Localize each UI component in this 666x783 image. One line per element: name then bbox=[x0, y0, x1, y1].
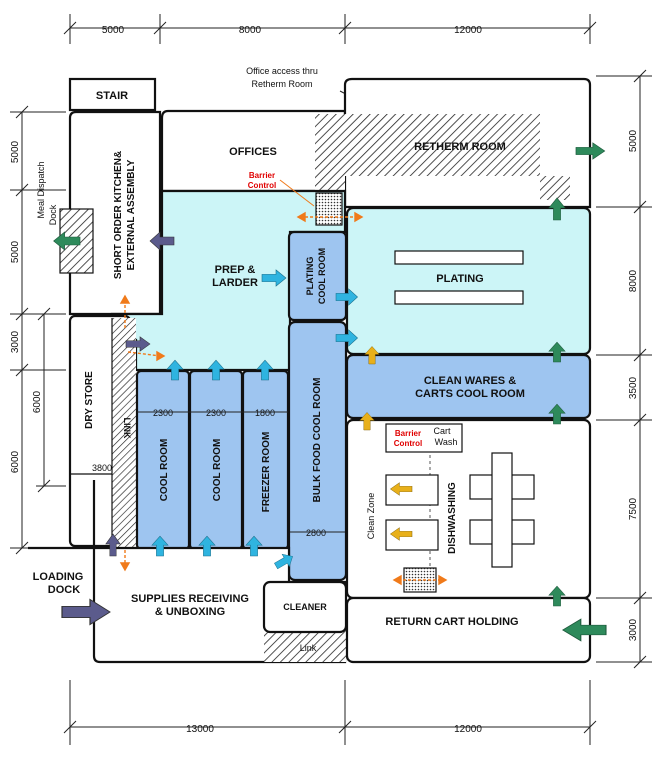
bottom-dimensions: 13000 12000 bbox=[63, 680, 597, 745]
right-dimensions: 5000 8000 3500 7500 3000 bbox=[596, 69, 652, 669]
plating-cool-label-1: PLATING bbox=[305, 257, 315, 296]
short-order-label-2: EXTERNAL ASSEMBLY bbox=[126, 159, 137, 270]
top-dimensions: 5000 8000 12000 bbox=[63, 14, 597, 44]
supplies-label-1: SUPPLIES RECEIVING bbox=[131, 593, 249, 605]
cart-wash-label-2: Wash bbox=[435, 437, 458, 447]
office-note-line2: Retherm Room bbox=[251, 79, 312, 89]
retherm-hatch bbox=[345, 114, 570, 200]
dim-left-1: 5000 bbox=[10, 140, 21, 163]
office-note-line1: Office access thru bbox=[246, 66, 318, 76]
dim-dry-store: 3800 bbox=[92, 463, 112, 473]
cool-room-2-label: COOL ROOM bbox=[212, 439, 223, 502]
dim-right-4: 7500 bbox=[628, 497, 639, 520]
link-bottom-label: Link bbox=[300, 643, 317, 653]
dim-left-2: 5000 bbox=[10, 240, 21, 263]
retherm-label: RETHERM ROOM bbox=[414, 141, 506, 153]
dim-bottom-1: 13000 bbox=[186, 724, 214, 735]
dim-left-5: 6000 bbox=[10, 450, 21, 473]
dim-right-1: 5000 bbox=[628, 129, 639, 152]
link-label: LINK bbox=[122, 418, 132, 439]
prep-label-2: LARDER bbox=[212, 277, 258, 289]
link-hatch bbox=[112, 318, 136, 548]
dim-cool-1: 2300 bbox=[153, 408, 173, 418]
dim-left-3: 3000 bbox=[10, 330, 21, 353]
bulk-food-label: BULK FOOD COOL ROOM bbox=[312, 378, 323, 503]
link-bottom-hatch bbox=[264, 630, 346, 662]
stair-room bbox=[68, 77, 157, 112]
cleaner-label: CLEANER bbox=[283, 602, 327, 612]
cart-wash bbox=[385, 423, 463, 453]
dim-bottom-2: 12000 bbox=[454, 724, 482, 735]
dim-top-3: 12000 bbox=[454, 25, 482, 36]
return-cart-room bbox=[345, 596, 592, 664]
loading-dock-label-2: DOCK bbox=[48, 584, 80, 596]
dishwashing-label: DISHWASHING bbox=[447, 482, 458, 554]
return-cart-label: RETURN CART HOLDING bbox=[385, 616, 518, 628]
dry-store-label: DRY STORE bbox=[84, 371, 95, 429]
dim-left-4: 6000 bbox=[32, 390, 43, 413]
dim-right-5: 3000 bbox=[628, 618, 639, 641]
dim-freezer: 1800 bbox=[255, 408, 275, 418]
stair-label: STAIR bbox=[96, 90, 128, 102]
cool-room-1-label: COOL ROOM bbox=[159, 439, 170, 502]
barrier-mid-label-2: Control bbox=[394, 439, 422, 448]
dim-cool-2: 2300 bbox=[206, 408, 226, 418]
clean-wares-label-1: CLEAN WARES & bbox=[424, 375, 516, 387]
dim-top-2: 8000 bbox=[239, 25, 262, 36]
offices-label: OFFICES bbox=[229, 146, 277, 158]
dim-bulk: 2800 bbox=[306, 528, 326, 538]
barrier-top bbox=[315, 192, 343, 226]
plating-bench-2 bbox=[394, 290, 524, 305]
short-order-label-1: SHORT ORDER KITCHEN& bbox=[113, 151, 124, 279]
barrier-mid-label-1: Barrier bbox=[395, 429, 421, 438]
clean-zone-label: Clean Zone bbox=[366, 493, 376, 540]
plating-bench-1 bbox=[394, 250, 524, 265]
dishwashing-room bbox=[345, 418, 592, 600]
loading-dock-label-1: LOADING bbox=[33, 571, 84, 583]
prep-label-1: PREP & bbox=[215, 264, 256, 276]
meal-dispatch-label-1: Meal Dispatch bbox=[36, 161, 46, 218]
dish-conveyor bbox=[491, 452, 513, 568]
dim-right-3: 3500 bbox=[628, 376, 639, 399]
plating-label: PLATING bbox=[436, 273, 483, 285]
barrier-top-label-2: Control bbox=[248, 181, 276, 190]
clean-wares-label-2: CARTS COOL ROOM bbox=[415, 388, 525, 400]
barrier-top-label-1: Barrier bbox=[249, 171, 275, 180]
meal-dispatch-label-2: Dock bbox=[48, 204, 58, 225]
supplies-label-2: & UNBOXING bbox=[155, 606, 225, 618]
dim-top-1: 5000 bbox=[102, 25, 125, 36]
freezer-label: FREEZER ROOM bbox=[261, 432, 272, 513]
dim-right-2: 8000 bbox=[628, 269, 639, 292]
plating-cool-label-2: COOL ROOM bbox=[317, 248, 327, 304]
cart-wash-label-1: Cart bbox=[433, 426, 451, 436]
